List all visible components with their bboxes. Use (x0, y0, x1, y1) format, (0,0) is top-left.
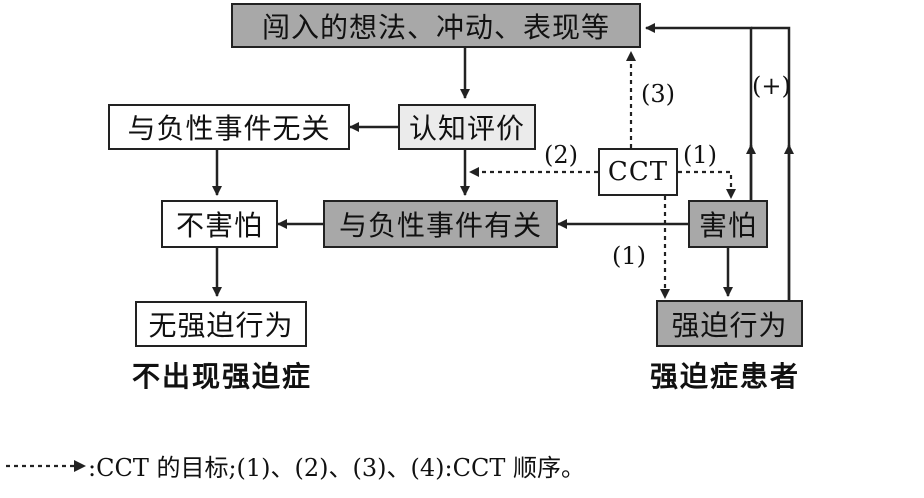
node-related-to-negative-event: 与负性事件有关 (323, 200, 558, 248)
caption-no-ocd: 不出现强迫症 (132, 360, 313, 393)
node-intrusive-thoughts: 闯入的想法、冲动、表现等 (231, 3, 641, 48)
node-cct: CCT (598, 148, 678, 196)
legend-text: :CCT 的目标;(1)、(2)、(3)、(4):CCT 顺序。 (88, 454, 585, 482)
label-positive-feedback: (+) (752, 72, 791, 100)
legend-dashed-arrow-icon (6, 459, 86, 472)
dashed-cct-to-afraid (678, 170, 736, 199)
node-no-compulsive-behavior: 无强迫行为 (135, 301, 307, 347)
label-step-1-down: (1) (612, 242, 646, 270)
node-cognitive-appraisal: 认知评价 (398, 104, 536, 150)
node-afraid: 害怕 (688, 200, 768, 248)
label-step-1-right: (1) (683, 141, 717, 169)
caption-ocd-patients: 强迫症患者 (650, 360, 801, 393)
label-step-3: (3) (641, 80, 675, 108)
node-not-afraid: 不害怕 (161, 200, 278, 248)
label-step-2: (2) (544, 141, 578, 169)
node-compulsive-behavior: 强迫行为 (656, 300, 803, 347)
node-unrelated-to-negative-event: 与负性事件无关 (108, 104, 350, 150)
legend: :CCT 的目标;(1)、(2)、(3)、(4):CCT 顺序。 (4, 448, 585, 483)
loop-compulsion-to-intrusive (751, 26, 791, 300)
